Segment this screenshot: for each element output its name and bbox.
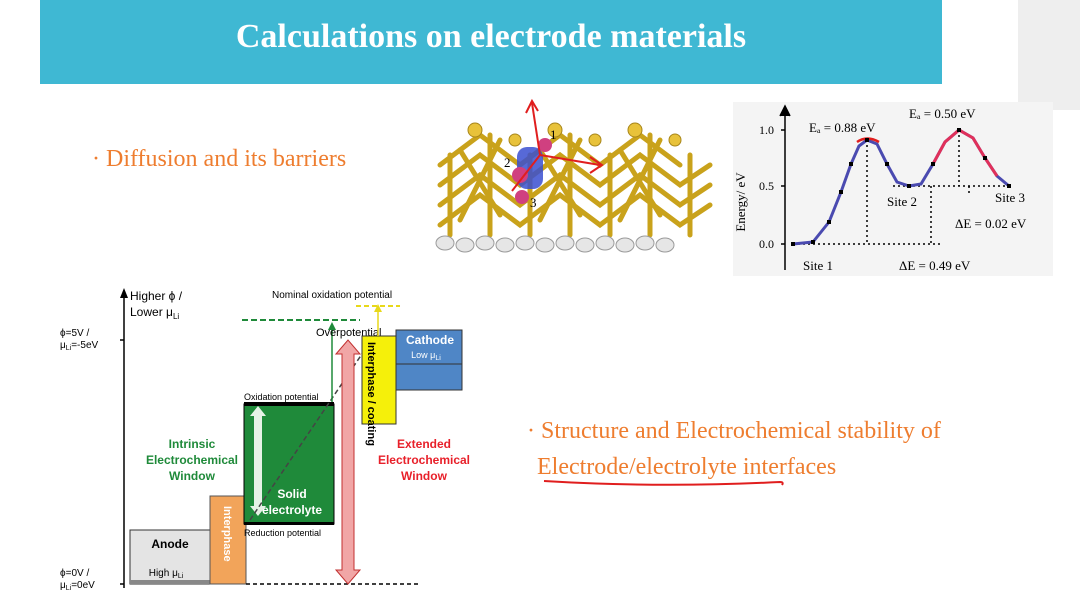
bullet-dot-icon: · — [527, 418, 541, 444]
bullet-structure: · Structure and Electrochemical stabilit… — [527, 413, 1047, 485]
side-panel-strip — [1018, 0, 1080, 110]
cathode-sub-mu: Low μ — [411, 350, 435, 360]
lattice-site-2: 2 — [504, 155, 511, 170]
site2-label: Site 2 — [887, 194, 917, 209]
bullet-structure-line1: Structure and Electrochemical stability … — [541, 418, 941, 444]
slide-title: Calculations on electrode materials — [235, 18, 747, 55]
extended-line3: Window — [401, 469, 448, 483]
nominal-label: Nominal oxidation potential — [272, 290, 392, 301]
lattice-site-3: 3 — [530, 195, 537, 210]
axis-top-mu: Lower μ — [130, 305, 173, 319]
axis-top-line2: Lower μLi — [130, 305, 179, 321]
title-bar: Calculations on electrode materials — [40, 0, 942, 84]
left-5v-line2: μLi=-5eV — [60, 340, 99, 352]
de2-label: ΔE = 0.49 eV — [899, 258, 971, 273]
lattice-site-1: 1 — [550, 127, 557, 142]
cathode-sub: Low μLi — [411, 350, 441, 362]
intrinsic-line1: Intrinsic — [169, 437, 216, 451]
bullet-diffusion-text: Diffusion and its barriers — [106, 146, 347, 172]
site1-label: Site 1 — [803, 258, 833, 273]
anode-sub: High μLi — [149, 568, 184, 580]
tick-0.5: 0.5 — [759, 179, 774, 193]
oxidation-label: Oxidation potential — [244, 392, 319, 402]
interphase-label: Interphase — [221, 506, 233, 562]
plot-ylabel: Energy/ eV — [733, 172, 748, 232]
bullet-structure-line2: Electrode/electrolyte interfaces — [537, 454, 837, 480]
bullet-diffusion: · Diffusion and its barriers — [92, 146, 346, 173]
de1-label: ΔE = 0.02 eV — [955, 216, 1027, 231]
tick-0.0: 0.0 — [759, 237, 774, 251]
cathode-label: Cathode — [406, 333, 454, 347]
extended-line1: Extended — [397, 437, 451, 451]
left-0v-line2: μLi=0eV — [60, 580, 95, 592]
left-0v-sub: Li — [66, 585, 72, 592]
bullet-dot-icon: · — [92, 146, 106, 172]
reduction-label: Reduction potential — [244, 528, 321, 538]
cathode-sub-li: Li — [435, 355, 441, 362]
ea1-label: Eₐ = 0.88 eV — [809, 120, 876, 135]
anode-label: Anode — [151, 537, 189, 551]
intrinsic-line2: Electrochemical — [146, 453, 238, 467]
extended-line2: Electrochemical — [378, 453, 470, 467]
anode-sub-li: Li — [178, 573, 184, 580]
solid-label-2: electrolyte — [262, 503, 322, 517]
axis-top-sub: Li — [173, 312, 179, 321]
left-5v-tail: =-5eV — [71, 340, 98, 351]
site3-label: Site 3 — [995, 190, 1025, 205]
axis-top-line1: Higher ϕ / — [130, 289, 183, 303]
lattice-illustration: 1 2 3 — [435, 98, 713, 253]
left-0v-line1: ϕ=0V / — [60, 568, 89, 579]
electrochemical-window-diagram: Higher ϕ / Lower μLi ϕ=5V / μLi=-5eV ϕ=0… — [60, 288, 470, 592]
left-5v-sub: Li — [66, 345, 72, 352]
left-0v-mu: μ — [60, 580, 66, 591]
anode-sub-mu: High μ — [149, 568, 178, 579]
coating-label: Interphase / coating — [365, 342, 377, 446]
left-5v-line1: ϕ=5V / — [60, 328, 89, 339]
ea2-label: Eₐ = 0.50 eV — [909, 106, 976, 121]
tick-1.0: 1.0 — [759, 123, 774, 137]
handwritten-underline — [543, 480, 784, 486]
left-0v-tail: =0eV — [71, 580, 95, 591]
solid-label-1: Solid — [277, 487, 306, 501]
energy-profile-plot: Energy/ eV 1.0 0.5 0.0 Eₐ = 0.88 eV Eₐ =… — [733, 102, 1053, 276]
left-5v-mu: μ — [60, 340, 66, 351]
intrinsic-line3: Window — [169, 469, 216, 483]
